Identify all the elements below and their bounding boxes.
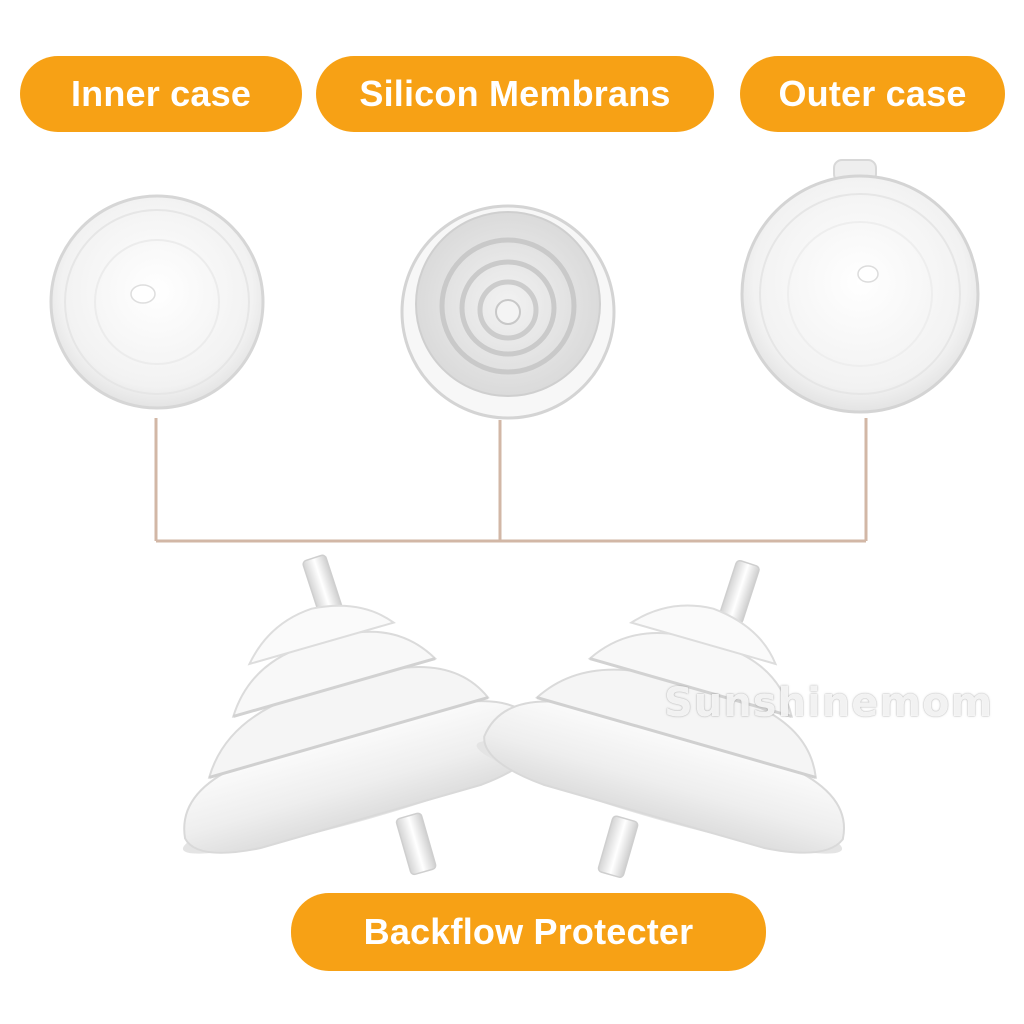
label-backflow-protecter: Backflow Protecter	[291, 893, 766, 971]
outer-case-image	[740, 159, 980, 414]
inner-case-image	[49, 194, 265, 410]
label-outer-case: Outer case	[740, 56, 1005, 132]
connector-lines	[154, 418, 868, 543]
watermark: Sunshinemom	[664, 680, 994, 726]
label-inner-case: Inner case	[20, 56, 302, 132]
silicon-membrans-image	[400, 204, 616, 420]
label-silicon-membrans: Silicon Membrans	[316, 56, 714, 132]
backflow-protector-left-image	[182, 554, 549, 876]
backflow-protector-right-image	[476, 559, 845, 878]
